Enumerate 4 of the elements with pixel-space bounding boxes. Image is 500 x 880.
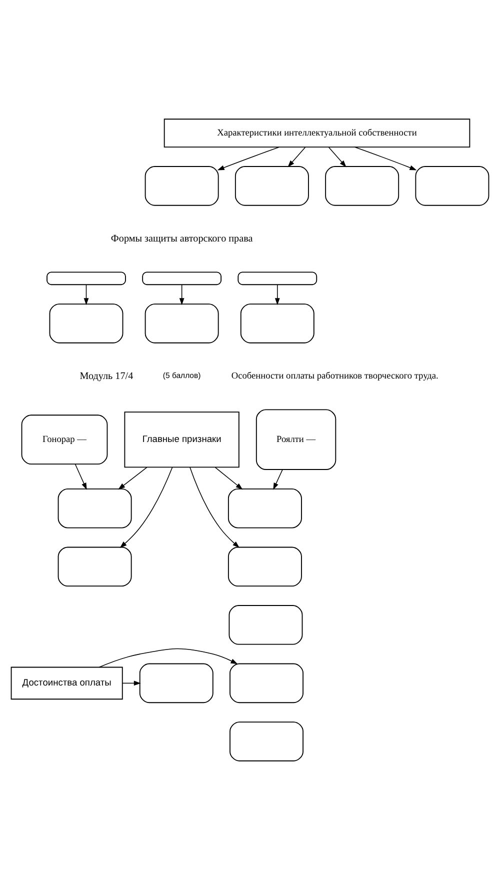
label: Модуль 17/4 (80, 370, 134, 382)
label: (5 баллов) (162, 371, 201, 380)
label: Особенности оплаты работников творческого труда. (231, 372, 438, 382)
label: Формы защиты авторского права (110, 233, 253, 244)
